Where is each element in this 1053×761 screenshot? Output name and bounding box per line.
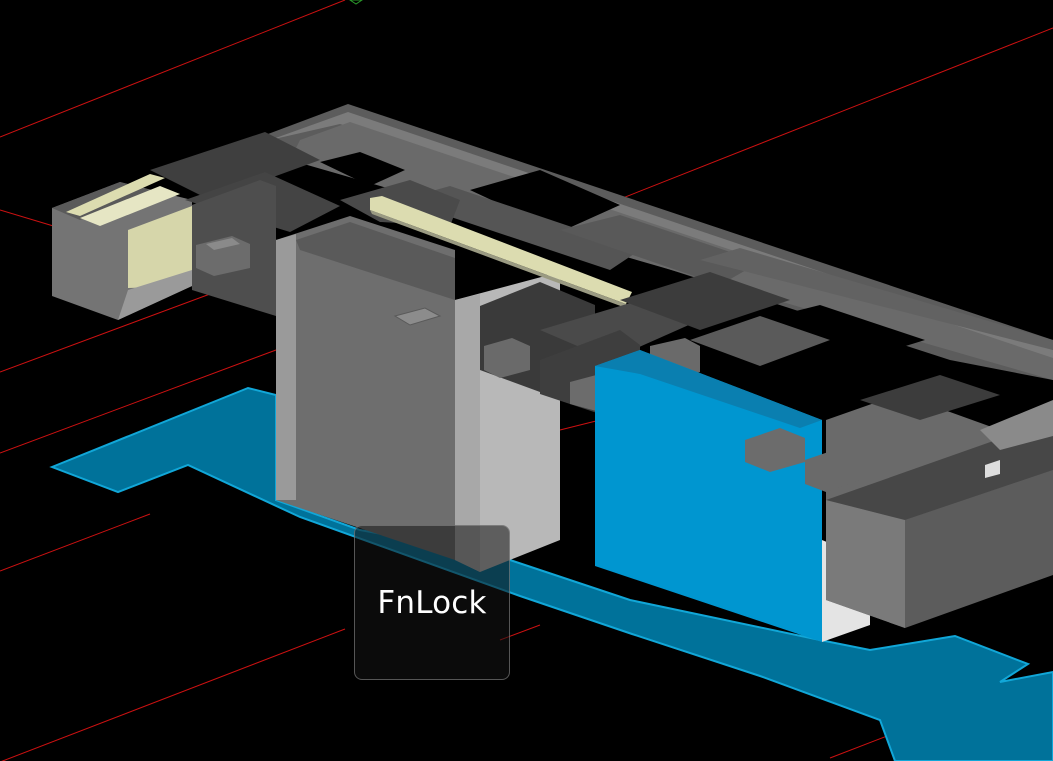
grid-line <box>0 0 346 138</box>
grid-line <box>559 419 601 431</box>
origin-marker <box>349 0 363 5</box>
back-frame <box>260 104 1053 380</box>
grid-line <box>0 349 277 454</box>
grid-line <box>0 209 61 229</box>
fnlock-osd-overlay: FnLock <box>354 525 510 680</box>
fnlock-label: FnLock <box>377 584 487 621</box>
grid-line <box>604 27 1053 206</box>
yellow-beam <box>370 196 632 308</box>
grid-line <box>1 628 346 761</box>
left-block <box>52 132 340 320</box>
right-blocks <box>745 375 1053 628</box>
grid-line <box>0 513 151 572</box>
